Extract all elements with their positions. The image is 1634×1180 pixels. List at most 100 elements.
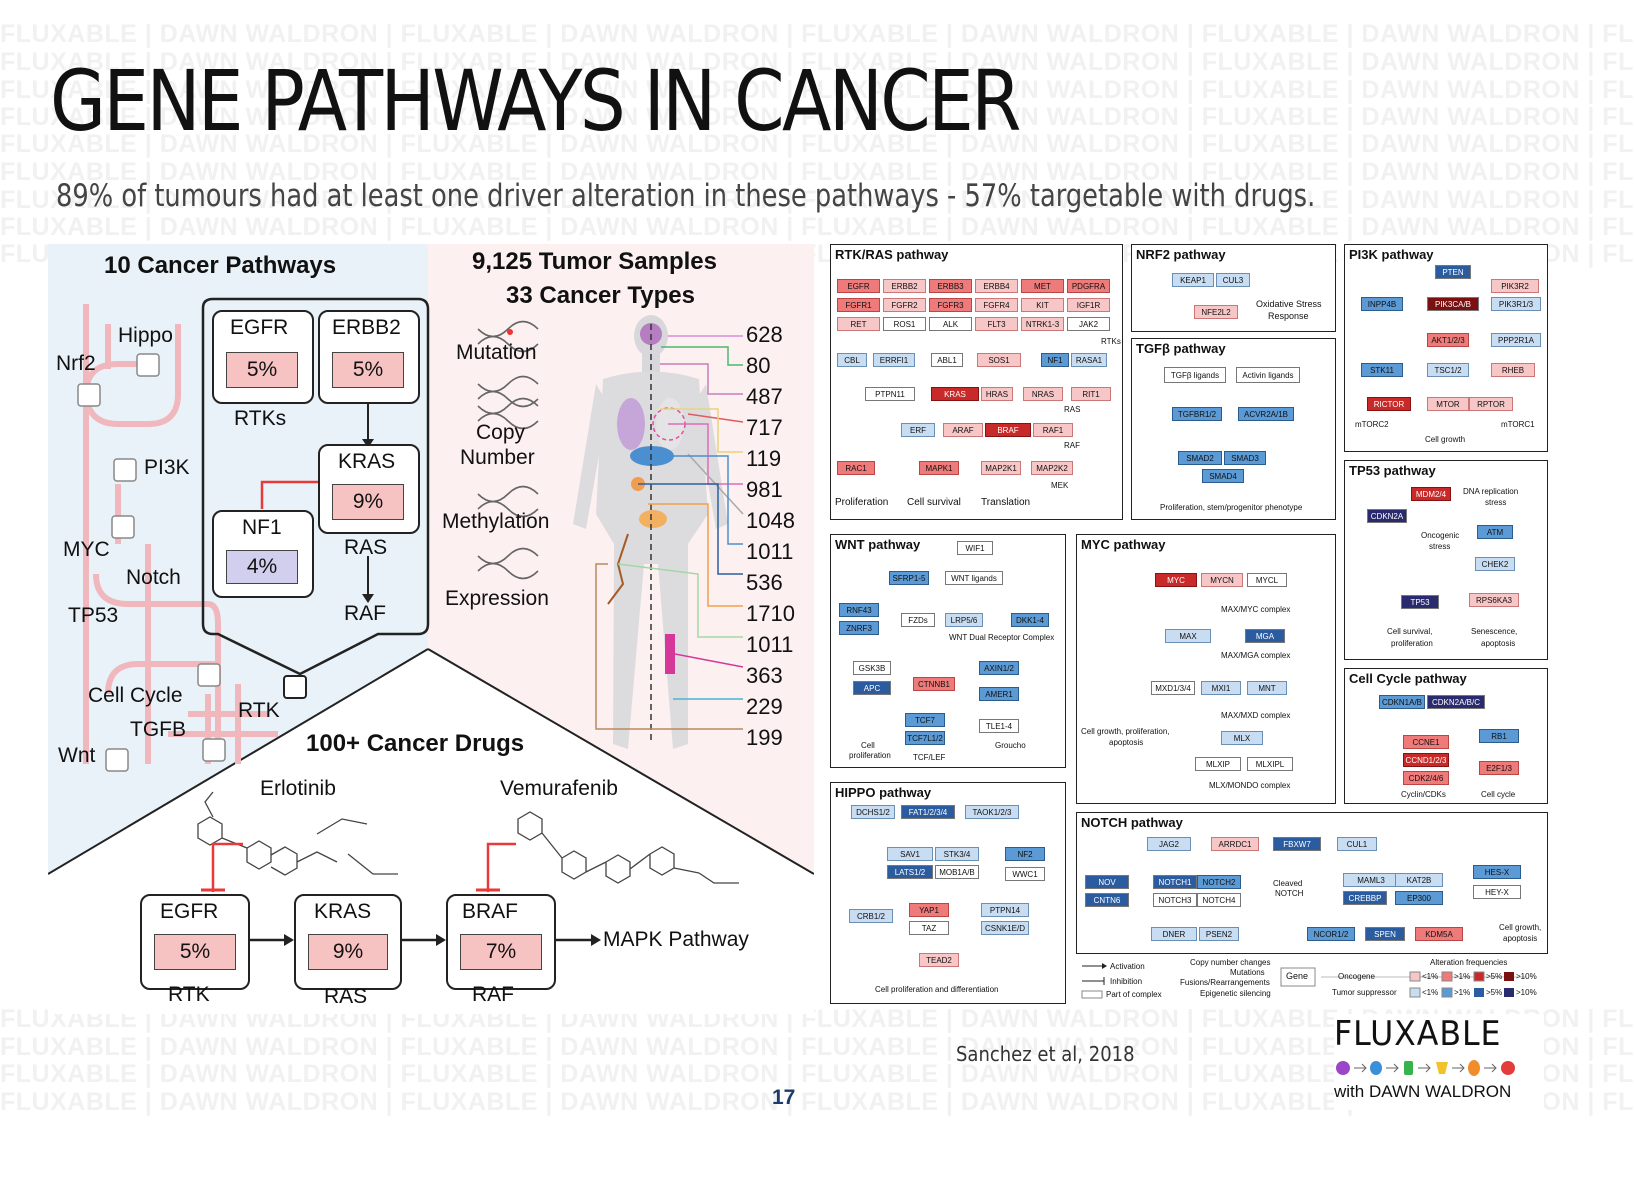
drug-target-egfr-name: EGFR xyxy=(160,900,219,923)
tgfb-outcome: Proliferation, stem/progenitor phenotype xyxy=(1160,503,1303,512)
gene-ros1: ROS1 xyxy=(883,317,926,331)
gene-sos1: SOS1 xyxy=(977,353,1021,367)
gene-psen2: PSEN2 xyxy=(1199,927,1239,941)
raf-label-right: RAF xyxy=(1064,441,1080,450)
egfr-name: EGFR xyxy=(230,316,289,339)
tcf-lef-label: TCF/LEF xyxy=(913,753,946,762)
gene-wwc1: WWC1 xyxy=(1005,867,1045,881)
gene-rb1: RB1 xyxy=(1479,729,1519,743)
tp53-out-left-2: proliferation xyxy=(1391,639,1433,648)
legend-gene: Gene xyxy=(1286,971,1309,981)
legend-part-of-complex: Part of complex xyxy=(1106,990,1162,999)
wnt-title: WNT pathway xyxy=(835,537,921,552)
gene-kit: KIT xyxy=(1021,298,1064,312)
drug-target-egfr-pct: 5% xyxy=(154,934,236,970)
mek-label: MEK xyxy=(1051,481,1069,490)
gene-taz: TAZ xyxy=(909,921,949,935)
gene-mlxip: MLXIP xyxy=(1195,757,1241,771)
legend-freq-ts-2: >1% xyxy=(1454,988,1471,997)
sample-count: 487 xyxy=(746,384,783,409)
gene-lrp5-6: LRP5/6 xyxy=(945,613,983,627)
gene-hes-x: HES-X xyxy=(1473,865,1521,879)
max-myc-complex-label: MAX/MYC complex xyxy=(1221,605,1291,614)
gene-kat2b: KAT2B xyxy=(1395,873,1443,887)
gene-nf2: NF2 xyxy=(1005,847,1045,861)
gene-mob1a-b: MOB1A/B xyxy=(935,865,979,879)
kras-name: KRAS xyxy=(338,450,396,473)
gene-ret: RET xyxy=(837,317,880,331)
legend-freq-2: >1% xyxy=(1454,972,1471,981)
gene-cdkn2a: CDKN2A xyxy=(1367,509,1407,523)
drug-target-braf-name: BRAF xyxy=(462,900,519,923)
gene-apc: APC xyxy=(853,681,891,695)
gene-flt3: FLT3 xyxy=(975,317,1018,331)
drug-target-kras-group: RAS xyxy=(324,985,368,1008)
legend-freq-title: Alteration frequencies xyxy=(1430,958,1508,967)
pathway-label-rtk: RTK xyxy=(238,699,280,722)
gene-alk: ALK xyxy=(929,317,972,331)
legend-freq-ts-1: <1% xyxy=(1422,988,1439,997)
sample-count: 1011 xyxy=(746,632,794,657)
gene-rps6ka3: RPS6KA3 xyxy=(1469,593,1519,607)
gene-keap1: KEAP1 xyxy=(1172,273,1214,287)
pi3k-outcome: Cell growth xyxy=(1425,435,1466,444)
gene-sfrp1-5: SFRP1-5 xyxy=(889,571,929,585)
gene-mxi1: MXI1 xyxy=(1201,681,1241,695)
pathways-title: 10 Cancer Pathways xyxy=(104,252,337,279)
sample-count: 363 xyxy=(746,663,783,688)
dna-replication-label: DNA replication xyxy=(1463,487,1519,496)
outcome-proliferation: Proliferation xyxy=(835,497,889,508)
drug-vemurafenib: Vemurafenib xyxy=(500,777,618,800)
gene-rasa1: RASA1 xyxy=(1071,353,1107,367)
gene-atm: ATM xyxy=(1477,525,1513,539)
gene-erbb4: ERBB4 xyxy=(975,279,1018,293)
gene-erbb2: ERBB2 xyxy=(883,279,926,293)
gene-ntrk1-3: NTRK1-3 xyxy=(1021,317,1064,331)
gene-egfr: EGFR xyxy=(837,279,880,293)
egfr-box: EGFR 5% xyxy=(212,310,314,404)
groucho-label: Groucho xyxy=(995,741,1026,750)
gene-cntn6: CNTN6 xyxy=(1085,893,1129,907)
gene-tp53: TP53 xyxy=(1401,595,1439,609)
gene-ep300: EP300 xyxy=(1395,891,1443,905)
brand-name: FLUXABLE xyxy=(1334,1014,1502,1054)
gene-stk3-4: STK3/4 xyxy=(935,847,979,861)
sample-count: 119 xyxy=(746,446,782,471)
gene-rictor: RICTOR xyxy=(1367,397,1411,411)
gene-notch3: NOTCH3 xyxy=(1153,893,1197,907)
rtks-label: RTKs xyxy=(234,407,287,430)
wnt-complex-label: WNT Dual Receptor Complex xyxy=(949,633,1055,642)
gene-jag2: JAG2 xyxy=(1147,837,1191,851)
gene-tcf7l1-2: TCF7L1/2 xyxy=(905,731,945,745)
legend-tumor-suppressor: Tumor suppressor xyxy=(1332,988,1397,997)
gene-ptpn11: PTPN11 xyxy=(865,387,915,401)
tp53-out-right-2: apoptosis xyxy=(1481,639,1516,648)
gene-taok1-2-3: TAOK1/2/3 xyxy=(965,805,1019,819)
gene-nras: NRAS xyxy=(1023,387,1063,401)
gene-smad2: SMAD2 xyxy=(1178,451,1222,465)
notch-title: NOTCH pathway xyxy=(1081,815,1183,830)
legend-mutations: Mutations xyxy=(1230,968,1265,977)
gene-amer1: AMER1 xyxy=(979,687,1019,701)
tgfb-ligands: TGFβ ligands xyxy=(1164,367,1226,383)
pathway-nodes xyxy=(77,353,307,772)
tp53-title: TP53 pathway xyxy=(1349,463,1436,478)
sample-count: 1048 xyxy=(746,508,795,533)
legend-activation: Activation xyxy=(1110,962,1145,971)
wnt-cell-label: Cell xyxy=(861,741,875,750)
oncogenic-label: Oncogenic xyxy=(1421,531,1460,540)
gene-rheb: RHEB xyxy=(1491,363,1535,377)
gene-hras: HRAS xyxy=(981,387,1013,401)
gene-pik3r2: PIK3R2 xyxy=(1491,279,1539,293)
gene-mdm24: MDM2/4 xyxy=(1411,487,1451,501)
sample-count: 981 xyxy=(746,477,783,502)
ras-label-right: RAS xyxy=(1064,405,1081,414)
tgfb-panel: TGFβ pathway TGFβ ligands Activin ligand… xyxy=(1131,338,1336,520)
nrf2-title: NRF2 pathway xyxy=(1136,247,1226,262)
gene-fgfr3: FGFR3 xyxy=(929,298,972,312)
myc-outcome-2: apoptosis xyxy=(1109,738,1144,747)
sample-leader-lines xyxy=(595,335,744,730)
